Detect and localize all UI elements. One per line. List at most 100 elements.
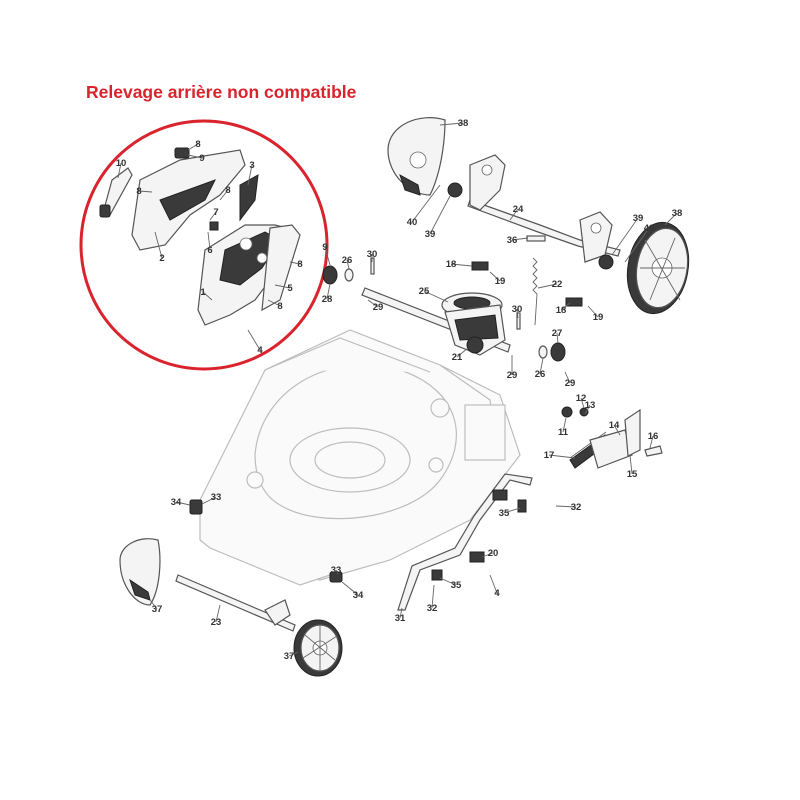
leader-line-c2 [154, 231, 163, 259]
leader-line-c33a [201, 496, 217, 505]
leader-line-c22 [537, 283, 558, 289]
callout-c3: 3 [249, 160, 254, 171]
callout-c34a: 34 [171, 497, 182, 508]
leader-line-c40a [411, 184, 441, 223]
callout-c36: 36 [507, 235, 518, 246]
callout-c33a: 33 [211, 492, 222, 503]
leader-line-c18b [560, 302, 571, 311]
leader-line-c32b [431, 584, 435, 609]
callout-c4b: 4 [494, 588, 500, 599]
callout-c35a: 35 [499, 508, 510, 519]
callout-c38b: 38 [672, 208, 683, 219]
gearbox [361, 287, 511, 356]
leader-line-c40b [624, 227, 650, 263]
rear-wheel-right [626, 221, 690, 315]
leader-line-c25 [423, 290, 449, 303]
callout-c26a: 26 [342, 255, 353, 266]
leader-line-c37b [288, 651, 299, 657]
callout-c30b: 30 [512, 304, 523, 315]
callout-c15: 15 [627, 469, 638, 480]
leader-line-c29a [367, 299, 379, 308]
front-axle [119, 538, 343, 677]
leader-line-c35b [439, 577, 457, 586]
leader-line-c9b [324, 246, 331, 266]
callout-c25: 25 [419, 286, 430, 297]
callout-c7: 7 [213, 207, 218, 218]
highlight-circle [79, 119, 329, 371]
callout-c37b: 37 [284, 651, 295, 662]
spring [532, 257, 538, 326]
leader-line-c38a [439, 122, 464, 126]
leader-line-c31 [399, 607, 403, 619]
callout-c12: 12 [576, 393, 587, 404]
leader-line-c8a [187, 143, 199, 151]
callout-c37a: 37 [152, 604, 163, 615]
leader-line-c39a [429, 195, 451, 235]
callout-c40b: 40 [644, 223, 655, 234]
height-adjust-lever [561, 406, 663, 469]
leader-line-c19b [587, 305, 599, 318]
callout-c8c: 8 [225, 185, 230, 196]
callout-c4: 4 [257, 345, 263, 356]
callout-c39b: 39 [633, 213, 644, 224]
rear-flap-assembly [99, 147, 301, 326]
callout-c8e: 8 [277, 301, 282, 312]
leader-line-c4b [489, 574, 498, 594]
leader-line-c38b [664, 212, 678, 226]
leader-line-c24 [509, 208, 519, 221]
hardware [189, 235, 583, 583]
leader-line-c7 [209, 211, 217, 221]
callout-c8b: 8 [136, 186, 141, 197]
callout-c8d: 8 [297, 259, 302, 270]
leader-line-c15 [629, 454, 633, 475]
leader-line-c20 [481, 552, 494, 558]
callout-c9b: 9 [322, 242, 327, 253]
rear-axle [447, 154, 621, 270]
leader-line-c35a [503, 507, 521, 514]
leader-line-c32a [555, 505, 577, 508]
callout-c8a: 8 [195, 139, 200, 150]
leader-line-c34a [175, 501, 191, 506]
leader-line-c18a [450, 263, 473, 267]
leader-line-c26b [539, 357, 544, 375]
callout-c32b: 32 [427, 603, 438, 614]
leader-line-c5 [274, 284, 291, 289]
leader-line-c1 [202, 291, 213, 301]
callout-c9a: 9 [199, 153, 204, 164]
leader-line-c13 [584, 404, 591, 415]
callout-c22: 22 [552, 279, 563, 290]
callout-c17: 17 [544, 450, 555, 461]
leader-line-c39b [611, 217, 639, 256]
callout-c5: 5 [287, 283, 293, 294]
callout-c23: 23 [211, 617, 222, 628]
callout-c38a: 38 [458, 118, 469, 129]
rear-shield-right [387, 117, 446, 196]
leader-line-c27 [556, 332, 559, 344]
leader-line-c8e [267, 299, 281, 307]
callout-c19b: 19 [593, 312, 604, 323]
leader-line-c12 [580, 397, 585, 409]
callout-c14: 14 [609, 420, 620, 431]
callout-c29a: 29 [373, 302, 384, 313]
leader-line-c8d [289, 261, 301, 265]
callout-c28: 28 [322, 294, 333, 305]
leader-line-c26a [346, 259, 350, 270]
bearings [322, 265, 566, 362]
callout-c18a: 18 [446, 259, 457, 270]
leader-line-c11 [562, 417, 567, 433]
callout-c20: 20 [488, 548, 499, 559]
leader-line-c10 [117, 162, 122, 179]
leader-line-c33b [335, 569, 339, 575]
leader-line-c4 [247, 329, 261, 351]
incompatibility-notice: Relevage arrière non compatible [86, 82, 357, 102]
callout-c30a: 30 [367, 249, 378, 260]
callout-c11: 11 [558, 427, 569, 438]
callout-c21: 21 [452, 352, 463, 363]
callout-c2: 2 [159, 253, 164, 264]
leader-line-c8b [138, 190, 153, 193]
callout-c31: 31 [395, 613, 406, 624]
callout-c40a: 40 [407, 217, 418, 228]
